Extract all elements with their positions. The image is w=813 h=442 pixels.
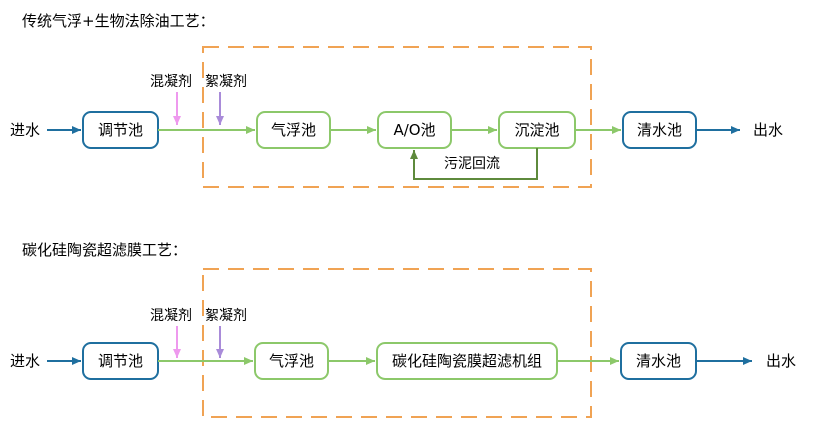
section1-sludge-return-label: 污泥回流 — [444, 156, 500, 172]
section1-title: 传统气浮+生物法除油工艺： — [22, 12, 215, 30]
section1-outlet-label: 出水 — [753, 121, 783, 139]
section1-dashed-boundary — [202, 46, 592, 188]
section2-outlet-label: 出水 — [766, 352, 796, 370]
section2-node-qifu-label: 气浮池 — [269, 352, 314, 370]
section2-reagent-flocculant: 絮凝剂 — [205, 307, 247, 324]
section1-node-qingshui-label: 清水池 — [637, 121, 682, 139]
section1-inlet-label: 进水 — [10, 121, 40, 139]
section1-reagent-coagulant: 混凝剂 — [150, 74, 192, 90]
section1-node-ao-label: A/O池 — [393, 121, 435, 139]
section2-node-membrane-label: 碳化硅陶瓷膜超滤机组 — [392, 352, 542, 370]
section2-dashed-boundary — [202, 268, 592, 418]
section2-title: 碳化硅陶瓷超滤膜工艺： — [22, 241, 187, 259]
section2-node-qingshui-label: 清水池 — [636, 352, 681, 370]
section-traditional: 传统气浮+生物法除油工艺： 混凝剂 絮凝剂 进水 调节池 气浮池 A/O池 沉淀… — [10, 12, 783, 188]
section2-node-tiaojie-label: 调节池 — [98, 352, 143, 370]
section-membrane: 碳化硅陶瓷超滤膜工艺： 混凝剂 絮凝剂 进水 调节池 气浮池 碳化硅陶瓷膜超滤机… — [10, 241, 796, 418]
section1-reagent-flocculant: 絮凝剂 — [205, 73, 247, 90]
section2-inlet-label: 进水 — [10, 352, 40, 370]
section2-reagent-coagulant: 混凝剂 — [150, 308, 192, 324]
section1-sludge-return-arrow — [410, 148, 538, 180]
section1-node-tiaojie-label: 调节池 — [98, 121, 143, 139]
section1-node-chendian-label: 沉淀池 — [514, 121, 559, 139]
section1-node-qifu-label: 气浮池 — [271, 121, 316, 139]
